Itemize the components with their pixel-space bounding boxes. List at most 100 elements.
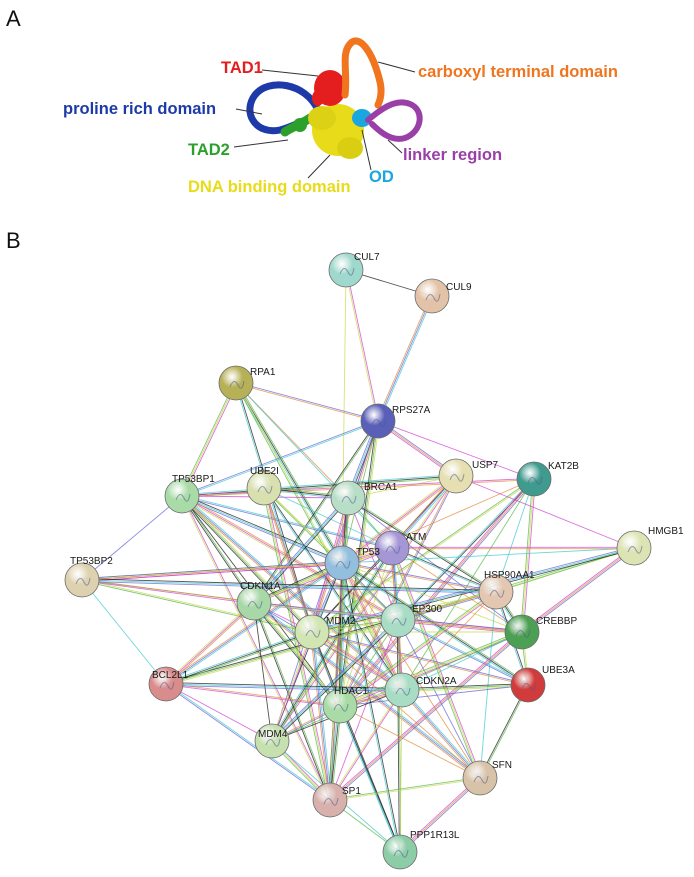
edge-usp7-tp53	[342, 476, 458, 565]
edge-ube2i-hdac1	[263, 487, 341, 707]
node-tp53[interactable]	[324, 545, 360, 581]
node-rpa1[interactable]	[218, 365, 254, 401]
node-tp53bp2[interactable]	[64, 562, 100, 598]
node-usp7[interactable]	[438, 458, 474, 494]
node-circle[interactable]	[294, 614, 330, 650]
node-cul9[interactable]	[414, 278, 450, 314]
node-rps27a[interactable]	[360, 403, 396, 439]
node-circle[interactable]	[380, 602, 416, 638]
node-label-tp53: TP53	[356, 547, 380, 558]
protein-structure-icon	[335, 560, 351, 569]
edge-tp53-sp1	[328, 562, 342, 800]
node-mdm2[interactable]	[294, 614, 330, 650]
edge-crebbp-hdac1	[339, 630, 522, 706]
node-bcl2l1[interactable]	[148, 666, 184, 702]
node-label-ep300: EP300	[412, 604, 442, 615]
node-circle[interactable]	[312, 782, 348, 818]
edge-tp53bp1-cdkn1a	[181, 496, 254, 604]
edge-atm-hsp90aa1	[391, 548, 496, 594]
edge-tp53-bcl2l1	[164, 561, 342, 684]
node-sfn[interactable]	[462, 760, 498, 796]
node-circle[interactable]	[246, 470, 282, 506]
edge-cdkn1a-bcl2l1	[164, 601, 254, 684]
edge-tp53bp1-cdkn2a	[180, 496, 402, 692]
node-circle[interactable]	[64, 562, 100, 598]
node-circle[interactable]	[164, 478, 200, 514]
edge-kat2b-hdac1	[340, 479, 536, 708]
node-label-tp53bp2: TP53BP2	[70, 556, 113, 567]
node-circle[interactable]	[478, 574, 514, 610]
edge-sfn-sp1	[330, 778, 481, 802]
node-cdkn1a[interactable]	[236, 585, 272, 621]
edge-cdkn1a-sp1	[252, 603, 330, 801]
node-label-rpa1: RPA1	[250, 367, 276, 378]
node-label-sp1: SP1	[342, 786, 361, 797]
edge-mdm2-bcl2l1	[165, 630, 312, 684]
edge-brca1-ep300	[347, 497, 399, 621]
node-cdkn2a[interactable]	[384, 672, 420, 708]
edge-rpa1-tp53	[234, 383, 342, 564]
edge-mdm2-cdkn2a	[311, 631, 403, 691]
node-circle[interactable]	[510, 667, 546, 703]
node-sp1[interactable]	[312, 782, 348, 818]
edge-ep300-crebbp	[397, 620, 522, 634]
node-tp53bp1[interactable]	[164, 478, 200, 514]
protein-structure-icon	[333, 703, 349, 712]
edge-crebbp-hdac1	[340, 632, 523, 708]
node-circle[interactable]	[148, 666, 184, 702]
protein-structure-icon	[371, 418, 387, 427]
tad2-blob	[293, 118, 307, 132]
protein-structure-icon	[339, 267, 355, 276]
edge-atm-crebbp	[391, 547, 523, 633]
edge-cdkn2a-sfn	[400, 690, 480, 780]
edge-tp53bp1-tp53	[182, 494, 343, 563]
node-hmgb1[interactable]	[616, 530, 652, 566]
edge-bcl2l1-sp1	[166, 683, 331, 800]
node-circle[interactable]	[414, 278, 450, 314]
node-circle[interactable]	[374, 530, 410, 566]
network-nodes	[64, 252, 652, 870]
edge-mdm2-mdm4	[272, 632, 314, 742]
node-mdm4[interactable]	[254, 723, 290, 759]
node-circle[interactable]	[330, 480, 366, 516]
node-circle[interactable]	[322, 688, 358, 724]
node-ube2i[interactable]	[246, 470, 282, 506]
node-ppp1r13l[interactable]	[382, 834, 418, 870]
node-label-ube2i: UBE2I	[250, 466, 279, 477]
node-hsp90aa1[interactable]	[478, 574, 514, 610]
node-label-cdkn1a: CDKN1A	[240, 581, 281, 592]
edge-crebbp-sp1	[329, 631, 523, 801]
edge-bcl2l1-cdkn2a	[166, 682, 403, 690]
panel-b-letter: B	[6, 228, 21, 253]
edge-bcl2l1-sp1	[165, 684, 330, 801]
node-hdac1[interactable]	[322, 688, 358, 724]
node-circle[interactable]	[462, 760, 498, 796]
node-circle[interactable]	[616, 530, 652, 566]
node-circle[interactable]	[438, 458, 474, 494]
node-circle[interactable]	[328, 252, 364, 288]
node-circle[interactable]	[236, 585, 272, 621]
edge-mdm2-ube3a	[312, 630, 529, 685]
node-crebbp[interactable]	[504, 614, 540, 650]
node-cul7[interactable]	[328, 252, 364, 288]
edge-mdm2-cdkn2a	[312, 630, 404, 690]
node-kat2b[interactable]	[516, 461, 552, 497]
node-atm[interactable]	[374, 530, 410, 566]
edge-bcl2l1-hdac1	[166, 682, 341, 706]
node-ep300[interactable]	[380, 602, 416, 638]
node-circle[interactable]	[324, 545, 360, 581]
edge-tp53bp1-sp1	[182, 495, 332, 800]
node-circle[interactable]	[382, 834, 418, 870]
node-circle[interactable]	[384, 672, 420, 708]
node-circle[interactable]	[218, 365, 254, 401]
node-circle[interactable]	[360, 403, 396, 439]
edge-cdkn2a-sfn	[402, 688, 482, 778]
node-brca1[interactable]	[330, 480, 366, 516]
node-circle[interactable]	[504, 614, 540, 650]
edge-ube2i-sp1	[264, 487, 332, 800]
node-circle[interactable]	[516, 461, 552, 497]
edge-tp53bp2-hsp90aa1	[82, 578, 497, 592]
node-ube3a[interactable]	[510, 667, 546, 703]
node-circle[interactable]	[254, 723, 290, 759]
